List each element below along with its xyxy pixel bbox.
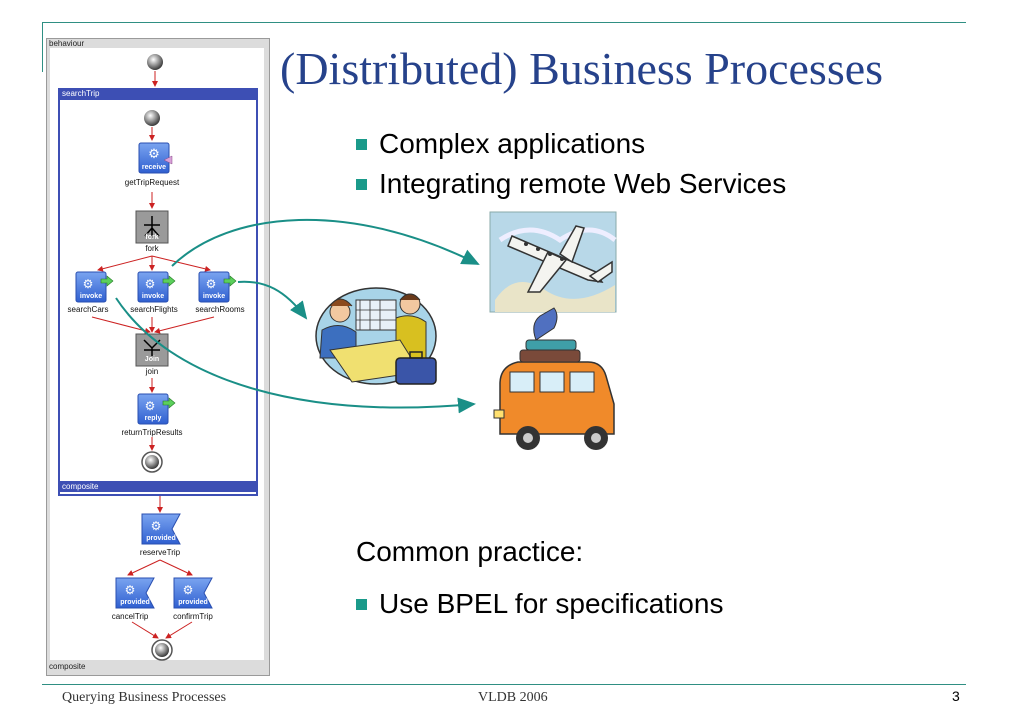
provided-badge-cancel: provided (120, 599, 150, 606)
join-label: join (145, 367, 159, 376)
receive-badge: receive (141, 164, 167, 171)
bullet-list-2: Use BPEL for specifications (356, 584, 723, 624)
connector-flights (171, 218, 480, 267)
common-practice-heading: Common practice: (356, 536, 584, 567)
reply-badge: reply (144, 415, 162, 422)
svg-text:⚙: ⚙ (151, 519, 162, 533)
svg-text:⚙: ⚙ (125, 583, 136, 597)
join-badge: Join (144, 356, 160, 363)
join-activity-icon (135, 333, 169, 367)
fork-label: fork (145, 244, 159, 253)
invoke1-label: searchCars (67, 305, 109, 314)
invoke2-label: searchFlights (130, 305, 178, 314)
reserve-label: reserveTrip (139, 548, 181, 557)
connector-cars (115, 297, 476, 414)
provided-badge-reserve: provided (146, 535, 176, 542)
scope-footer: composite (58, 481, 258, 492)
top-rule (42, 22, 966, 23)
reply-label: returnTripResults (121, 428, 183, 437)
receive-activity-icon: ⚙ (138, 142, 173, 174)
svg-text:⚙: ⚙ (145, 399, 156, 413)
reply-activity-icon: ⚙ (137, 393, 176, 425)
invoke-search-rooms-icon: ⚙ (198, 271, 237, 303)
bullet-item: Use BPEL for specifications (356, 584, 723, 624)
footer-left: Querying Business Processes (62, 690, 227, 705)
outer-footer-label: composite (49, 662, 86, 671)
provided-confirm-trip-icon: ⚙ (173, 577, 213, 609)
bullet-item: Complex applications (356, 124, 786, 164)
bullet-square-icon (356, 598, 367, 610)
airplane-clipart (489, 211, 617, 313)
fork-badge: fork (145, 234, 159, 241)
svg-text:⚙: ⚙ (206, 277, 217, 291)
svg-text:⚙: ⚙ (83, 277, 94, 291)
svg-text:⚙: ⚙ (183, 583, 194, 597)
invoke-badge-1: invoke (79, 293, 103, 300)
scope-start-icon (144, 110, 160, 126)
car-luggage-clipart (493, 307, 615, 450)
invoke-badge-2: invoke (141, 293, 165, 300)
start-node-icon (147, 54, 163, 70)
invoke-search-flights-icon: ⚙ (137, 271, 176, 303)
left-rule (42, 22, 43, 72)
panel-label: behaviour (49, 39, 85, 48)
connector-rooms (237, 280, 308, 320)
bullet-square-icon (356, 178, 367, 190)
travel-agent-clipart (315, 287, 437, 385)
bottom-rule (42, 684, 966, 685)
svg-text:⚙: ⚙ (145, 277, 156, 291)
scope-header: searchTrip (58, 88, 258, 100)
fork-activity-icon (135, 210, 169, 244)
bullet-square-icon (356, 138, 367, 150)
slide-title: (Distributed) Business Processes (280, 43, 884, 94)
invoke-search-cars-icon: ⚙ (75, 271, 114, 303)
invoke-badge-3: invoke (202, 293, 226, 300)
provided-cancel-trip-icon: ⚙ (115, 577, 155, 609)
cancel-label: cancelTrip (111, 612, 149, 621)
svg-text:⚙: ⚙ (148, 147, 160, 162)
receive-label: getTripRequest (124, 178, 180, 187)
bullet-item: Integrating remote Web Services (356, 164, 786, 204)
provided-badge-confirm: provided (178, 599, 208, 606)
bullet-list: Complex applications Integrating remote … (356, 124, 786, 204)
confirm-label: confirmTrip (173, 612, 213, 621)
invoke3-label: searchRooms (195, 305, 245, 314)
page-number: 3 (952, 688, 960, 704)
provided-reserve-trip-icon: ⚙ (141, 513, 181, 545)
footer-center: VLDB 2006 (478, 690, 548, 705)
